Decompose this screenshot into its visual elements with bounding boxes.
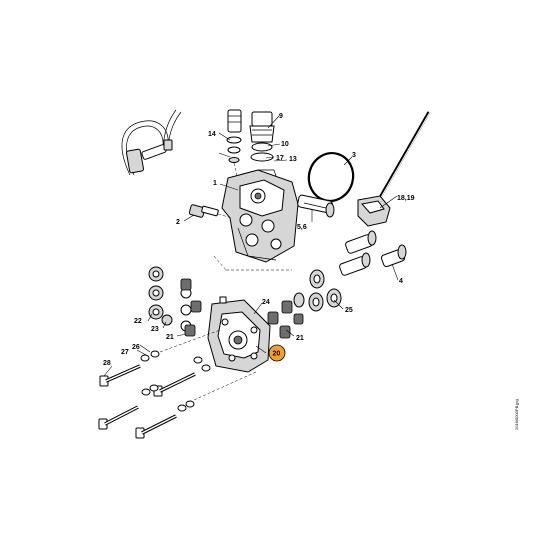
pump-head-housing — [213, 169, 299, 271]
top-valve-stack — [226, 109, 277, 188]
callout-3: 3 — [352, 152, 356, 159]
callout-14: 14 — [208, 131, 216, 138]
callout-1: 1 — [213, 180, 217, 187]
check-valves-left — [180, 278, 202, 337]
bolt-3 — [98, 384, 159, 430]
callout-13: 13 — [289, 156, 297, 163]
callout-17: 17 — [276, 155, 284, 162]
lance-bracket — [357, 111, 431, 227]
callout-26: 26 — [132, 344, 140, 351]
bolt-2 — [153, 356, 211, 397]
check-valves-right — [267, 300, 304, 339]
bolt-1 — [99, 350, 160, 387]
callout-5-6: 5,6 — [297, 224, 307, 231]
callout-28: 28 — [103, 360, 111, 367]
callout-20: 20 — [273, 351, 281, 358]
callout-4: 4 — [399, 278, 403, 285]
pressure-plug — [188, 204, 233, 219]
callout-20-highlight — [268, 344, 286, 362]
bolt-4 — [135, 400, 195, 439]
leader-lines — [103, 115, 399, 377]
callout-22: 22 — [134, 318, 142, 325]
piston-seals — [293, 269, 342, 312]
callout-2: 2 — [176, 219, 180, 226]
left-seal-stack — [148, 266, 192, 332]
callout-27: 27 — [121, 349, 129, 356]
bolts-and-washers — [98, 329, 257, 439]
side-reference-code: 2016/0000PB.jpg — [514, 399, 519, 430]
hose-connectors — [339, 230, 407, 276]
callout-24: 24 — [262, 299, 270, 306]
callout-10: 10 — [281, 141, 289, 148]
pump-manifold — [207, 296, 271, 373]
unloader-valve — [297, 194, 335, 218]
callout-labels: 9 14 10 13 17 3 1 18,19 2 5,6 4 24 25 22… — [103, 113, 415, 367]
callout-9: 9 — [279, 113, 283, 120]
callout-23: 23 — [151, 326, 159, 333]
callout-21-right: 21 — [296, 335, 304, 342]
callout-25: 25 — [345, 307, 353, 314]
high-pressure-hose-assembly — [121, 109, 182, 176]
callout-18-19: 18,19 — [397, 195, 415, 202]
callout-21-left: 21 — [166, 334, 174, 341]
